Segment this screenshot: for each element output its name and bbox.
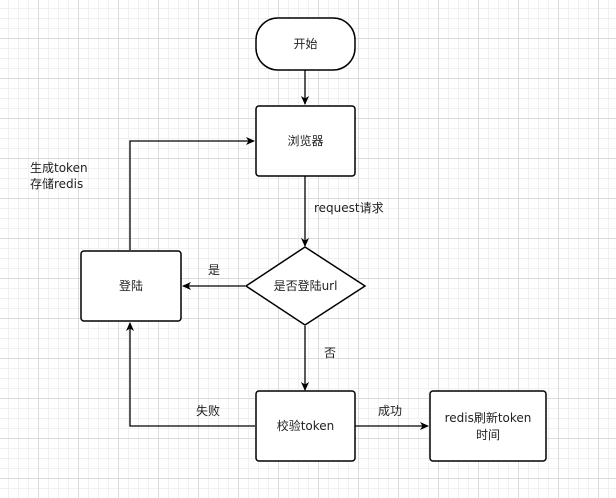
is-login-url-label: 是否登陆url bbox=[274, 278, 338, 293]
refresh-token-label-line2: 时间 bbox=[476, 428, 500, 442]
request-edge-label: request请求 bbox=[314, 201, 384, 215]
login-label: 登陆 bbox=[119, 278, 143, 293]
verify-token-label: 校验token bbox=[277, 418, 335, 433]
login-node bbox=[80, 250, 182, 322]
no-edge-label: 否 bbox=[324, 346, 336, 360]
browser-label: 浏览器 bbox=[287, 133, 323, 148]
edge-verify-to-login bbox=[126, 322, 255, 427]
start-label: 开始 bbox=[293, 37, 317, 51]
start-node bbox=[255, 17, 356, 71]
yes-edge-label: 是 bbox=[208, 263, 220, 277]
verify-token-node bbox=[255, 390, 356, 462]
fail-edge-label: 失败 bbox=[196, 403, 220, 418]
browser-node bbox=[255, 105, 356, 177]
edge-login-to-browser bbox=[129, 137, 255, 250]
generate-token-label-line1: 生成token bbox=[30, 161, 88, 175]
is-login-url-decision bbox=[244, 246, 367, 326]
success-edge-label: 成功 bbox=[378, 404, 402, 418]
refresh-token-node bbox=[429, 390, 547, 462]
generate-token-label-line2: 存储redis bbox=[30, 176, 83, 191]
refresh-token-label-line1: redis刷新token bbox=[445, 410, 532, 425]
